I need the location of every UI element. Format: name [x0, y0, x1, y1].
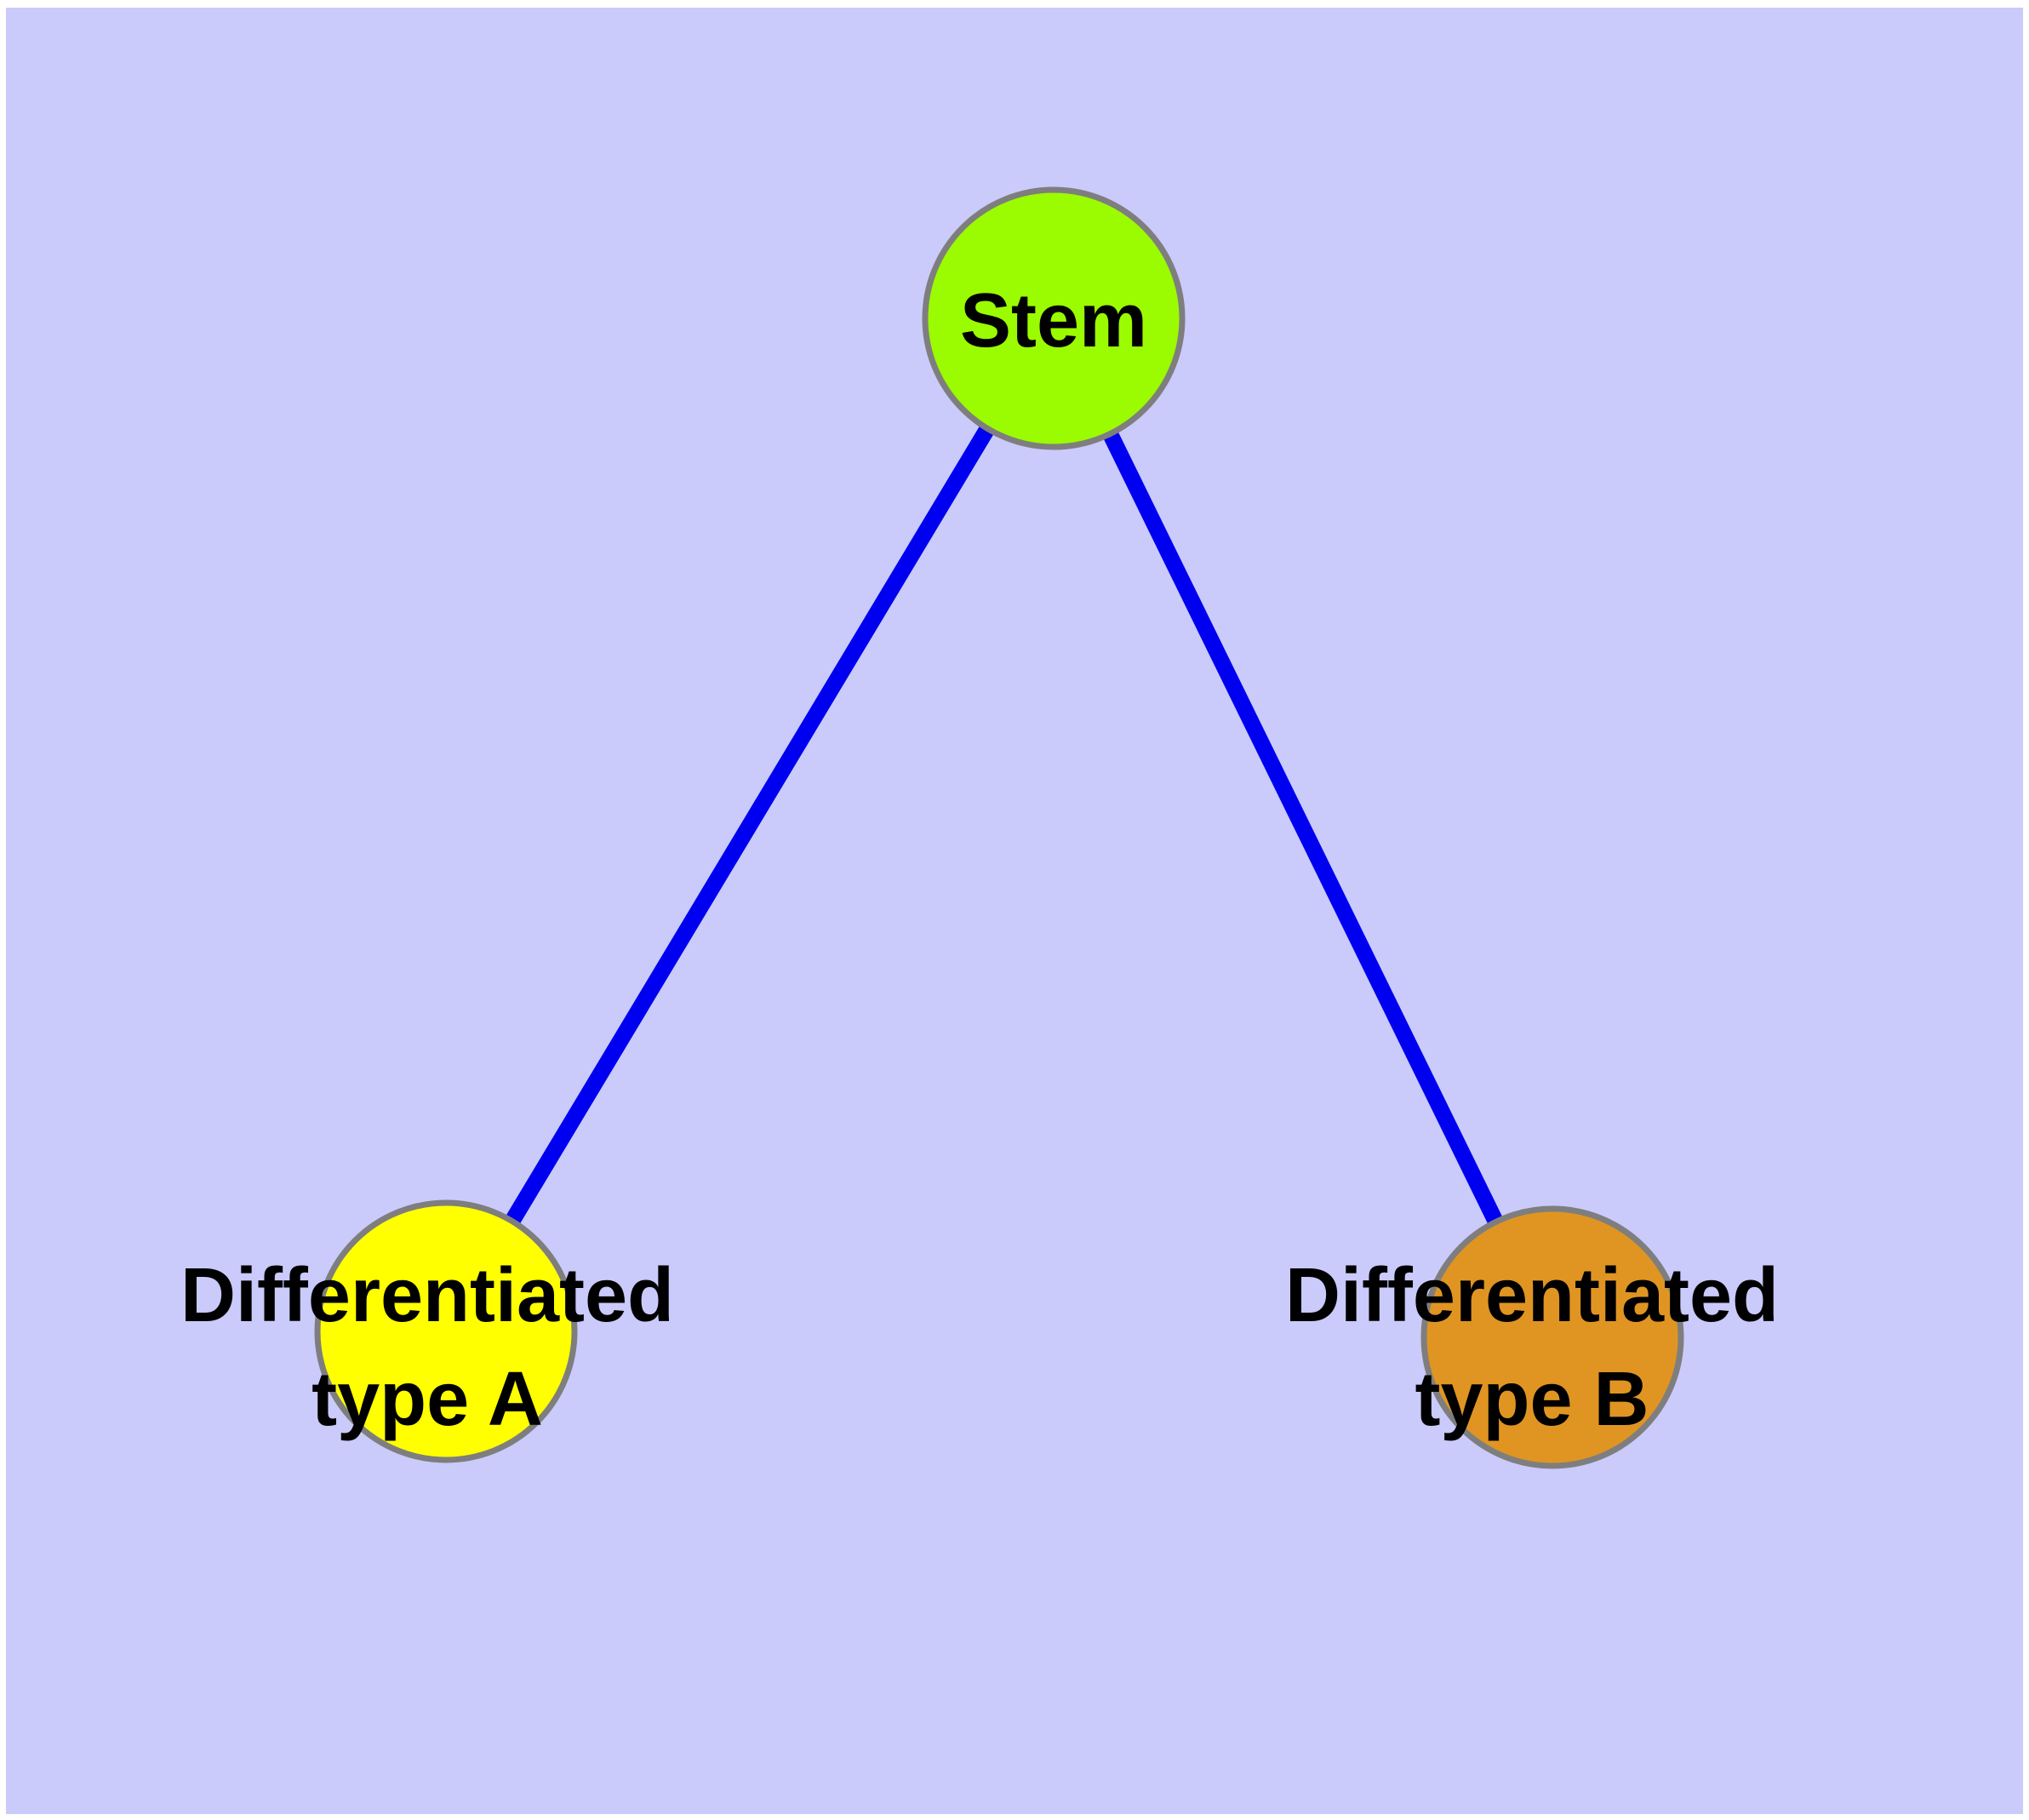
node-type-b-label-line2: type B	[1415, 1357, 1649, 1442]
node-differentiated-type-a	[314, 1199, 578, 1463]
node-type-a-label-line1: Differentiated	[180, 1253, 674, 1338]
node-type-a-label-line2: type A	[311, 1357, 543, 1442]
edge-stem-to-type-b	[1046, 314, 1560, 1342]
node-type-b-label-line1: Differentiated	[1285, 1253, 1779, 1338]
node-stem-label: Stem	[960, 278, 1147, 363]
node-stem	[922, 186, 1186, 450]
edge-stem-to-type-a	[438, 314, 1061, 1336]
node-differentiated-type-b	[1420, 1205, 1684, 1469]
